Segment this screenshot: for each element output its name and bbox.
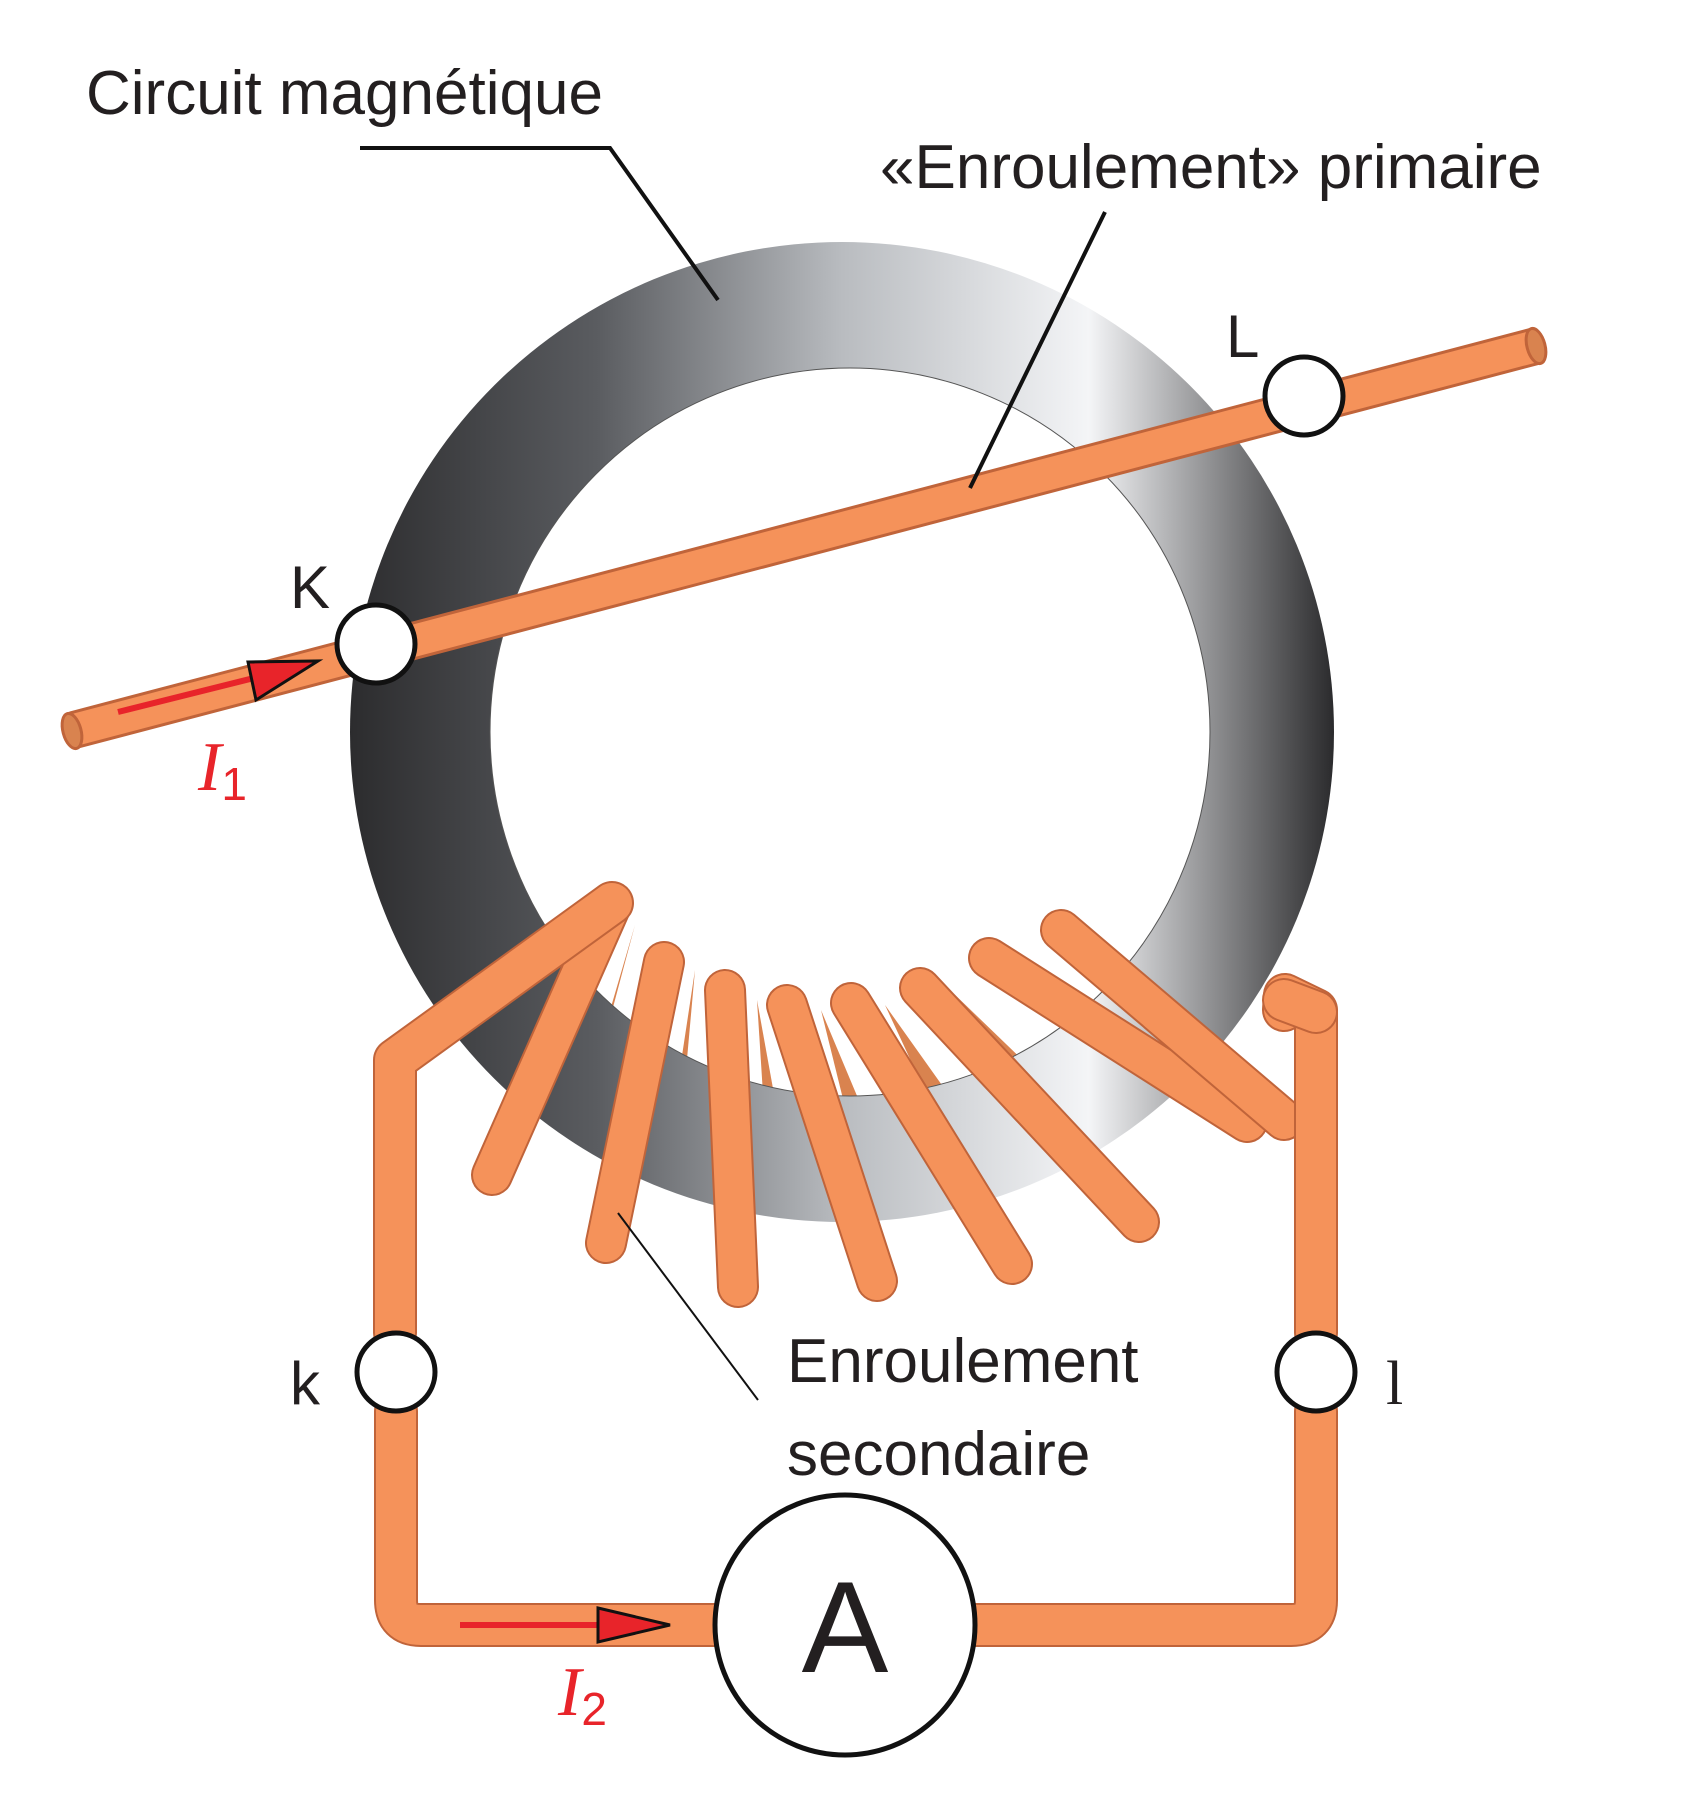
- primary-cut-end-left: [60, 711, 84, 751]
- secondary-coil-front: [471, 882, 1305, 1308]
- terminal-k-label: k: [290, 1350, 321, 1417]
- secondary-circuit-wires: [373, 881, 1338, 1647]
- coil-turn: [585, 941, 685, 1264]
- coil-turn: [1040, 909, 1305, 1141]
- terminal-L: [1262, 354, 1346, 438]
- terminal-l-label: l: [1386, 1350, 1403, 1418]
- core-label: Circuit magnétique: [86, 59, 603, 128]
- terminal-K-label: K: [290, 554, 330, 621]
- terminal-L-label: L: [1226, 303, 1259, 370]
- coil-turn: [766, 984, 898, 1302]
- primary-label: «Enroulement» primaire: [880, 133, 1542, 202]
- secondary-current-label: I2: [557, 1654, 607, 1735]
- coil-turn: [704, 969, 759, 1308]
- secondary-leader-line: [617, 1212, 759, 1401]
- leader-lines: [360, 146, 1107, 1401]
- primary-cut-end-right: [1524, 326, 1548, 366]
- secondary-current-arrow-head: [596, 1606, 671, 1644]
- terminal-K: [334, 602, 418, 686]
- secondary-label-line1: Enroulement: [787, 1327, 1139, 1396]
- coil-turn: [968, 937, 1268, 1143]
- secondary-label-line2: secondaire: [787, 1420, 1090, 1489]
- primary-current-label: I1: [197, 729, 247, 810]
- secondary-wire-bottom-right: [953, 1389, 1338, 1647]
- coil-turn: [830, 982, 1033, 1285]
- secondary-lead-left: [373, 881, 634, 1355]
- magnetic-core-inner-edge: [489, 367, 1211, 1097]
- secondary-wire-bottom-left: [374, 1389, 737, 1647]
- primary-current-arrow-head: [246, 659, 324, 703]
- terminal-k: [354, 1330, 438, 1414]
- ammeter-symbol: A: [802, 1554, 889, 1700]
- primary-current-arrow-shaft: [117, 673, 263, 715]
- terminal-l: [1274, 1330, 1358, 1414]
- coil-turn: [899, 967, 1160, 1243]
- current-arrows: [117, 659, 671, 1644]
- core-leader-line: [360, 146, 720, 302]
- secondary-lead-right-join: [1262, 978, 1338, 1034]
- primary-leader-line: [968, 211, 1107, 489]
- coil-turn: [471, 882, 633, 1196]
- ammeter: [712, 1492, 978, 1758]
